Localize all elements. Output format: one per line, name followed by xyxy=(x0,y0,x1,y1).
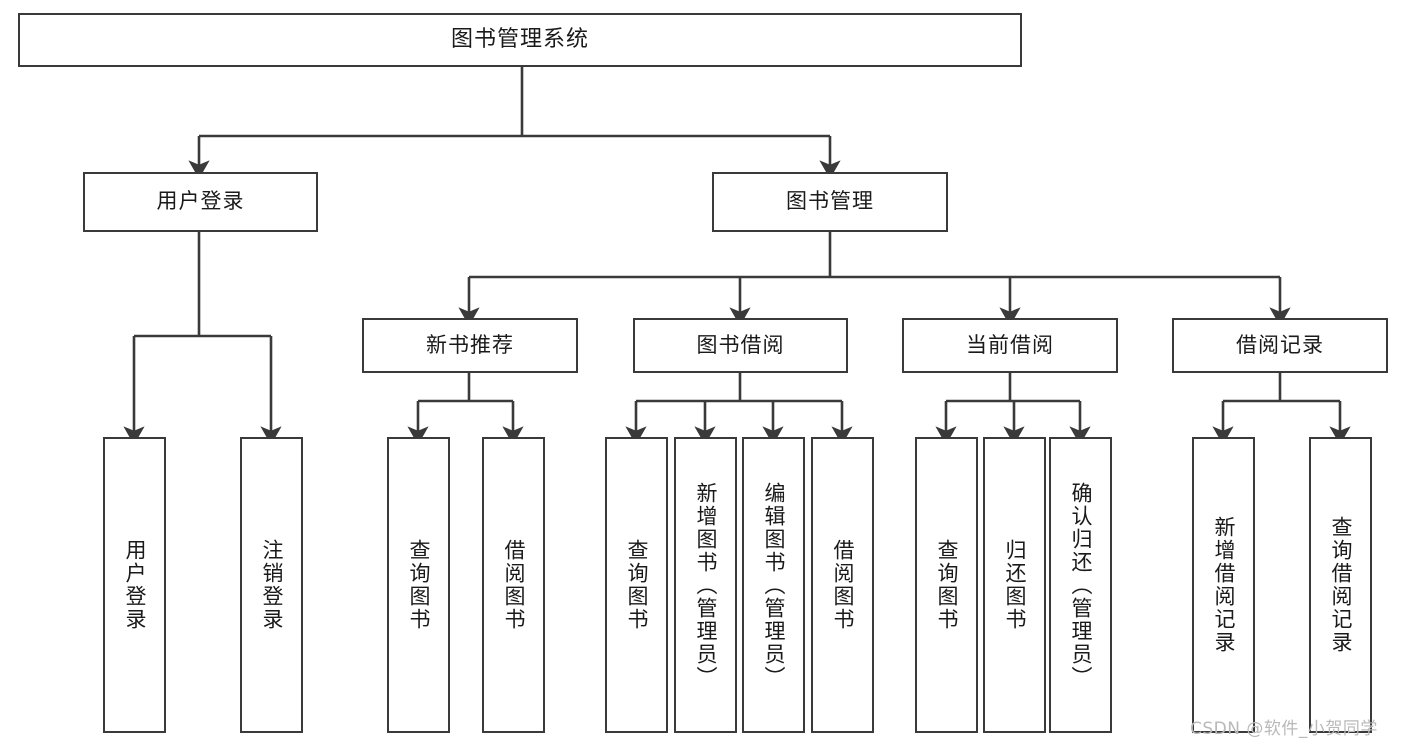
leaf-borrow-books-newbook[interactable]: 借阅图书 xyxy=(482,437,545,733)
node-label: 借阅记录 xyxy=(1236,332,1324,357)
leaf-label: 注销登录 xyxy=(259,539,284,631)
node-new-book-recommend[interactable]: 新书推荐 xyxy=(362,318,578,373)
node-book-management[interactable]: 图书管理 xyxy=(712,172,948,232)
leaf-label: 借阅图书 xyxy=(501,539,526,631)
leaf-add-borrow-record[interactable]: 新增借阅记录 xyxy=(1192,437,1255,733)
leaf-return-books[interactable]: 归还图书 xyxy=(983,437,1046,733)
leaf-label: 查询图书 xyxy=(406,539,431,631)
leaf-query-books-newbook[interactable]: 查询图书 xyxy=(387,437,450,733)
leaf-add-book-admin[interactable]: 新增图书（管理员） xyxy=(674,437,737,733)
leaf-query-borrow-record[interactable]: 查询借阅记录 xyxy=(1309,437,1372,733)
node-label: 图书管理 xyxy=(786,189,874,214)
node-borrow-record[interactable]: 借阅记录 xyxy=(1172,318,1388,373)
leaf-user-login[interactable]: 用户登录 xyxy=(103,437,166,733)
node-label: 新书推荐 xyxy=(426,332,514,357)
leaf-query-books-borrow[interactable]: 查询图书 xyxy=(605,437,668,733)
leaf-borrow-books-borrow[interactable]: 借阅图书 xyxy=(811,437,874,733)
node-label: 用户登录 xyxy=(156,189,245,214)
leaf-logout-login[interactable]: 注销登录 xyxy=(240,437,303,733)
leaf-label: 归还图书 xyxy=(1002,539,1027,631)
leaf-label: 查询图书 xyxy=(934,539,959,631)
node-label: 图书管理系统 xyxy=(450,26,589,52)
node-label: 图书借阅 xyxy=(696,332,785,357)
leaf-label: 新增借阅记录 xyxy=(1211,516,1236,654)
leaf-edit-book-admin[interactable]: 编辑图书（管理员） xyxy=(742,437,805,733)
leaf-label: 编辑图书（管理员） xyxy=(761,481,786,689)
node-user-login[interactable]: 用户登录 xyxy=(83,172,318,232)
leaf-label: 新增图书（管理员） xyxy=(693,481,718,689)
leaf-label: 借阅图书 xyxy=(830,539,855,631)
leaf-confirm-return-admin[interactable]: 确认归还（管理员） xyxy=(1049,437,1112,733)
node-book-borrow[interactable]: 图书借阅 xyxy=(633,318,848,373)
leaf-query-books-current[interactable]: 查询图书 xyxy=(915,437,978,733)
leaf-label: 确认归还（管理员） xyxy=(1068,481,1093,689)
leaf-label: 查询借阅记录 xyxy=(1328,516,1353,654)
node-current-borrow[interactable]: 当前借阅 xyxy=(902,318,1118,373)
node-root-book-management-system[interactable]: 图书管理系统 xyxy=(18,13,1022,67)
node-label: 当前借阅 xyxy=(966,332,1054,357)
leaf-label: 用户登录 xyxy=(122,539,147,631)
leaf-label: 查询图书 xyxy=(624,539,649,631)
